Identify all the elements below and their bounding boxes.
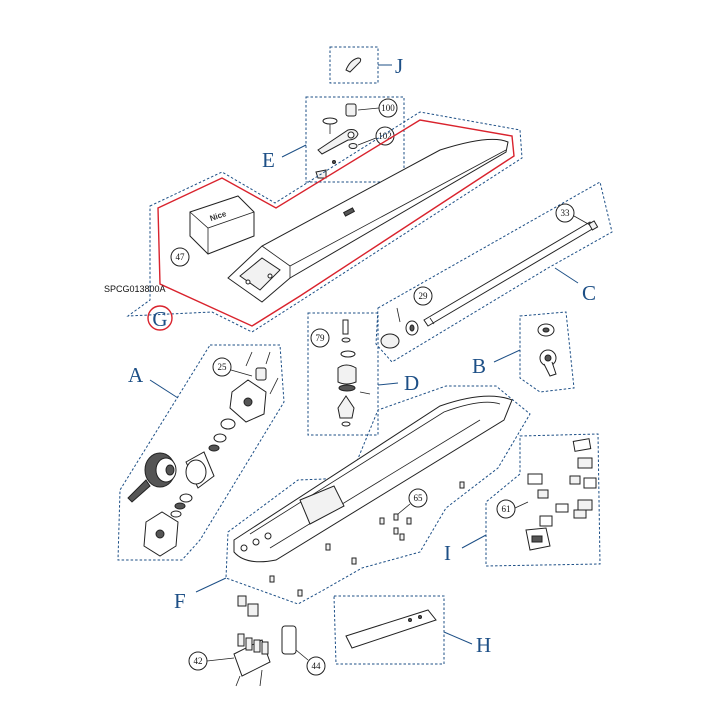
base-part [233, 395, 513, 563]
group-h-frame [333, 595, 445, 665]
motor-coil-part [144, 452, 177, 488]
group-e-frame [305, 96, 405, 183]
group-d-leader [377, 382, 399, 386]
clip-part [345, 57, 362, 73]
callout-33: 33 [561, 208, 571, 218]
callout-47: 47 [176, 252, 186, 262]
group-letter-a: A [128, 363, 144, 387]
group-letter-e: E [262, 148, 275, 172]
knob-part [322, 117, 338, 125]
group-f-frame [225, 385, 531, 605]
control-board-part [572, 438, 592, 452]
group-d: 79 D [307, 312, 419, 436]
group-g: Nice 47 SPCG013800A G [104, 111, 523, 333]
group-i: 61 I [444, 433, 601, 567]
group-letter-d: D [404, 371, 419, 395]
group-b-leader [493, 349, 521, 363]
group-e-leader [281, 144, 307, 158]
group-letter-c: C [582, 281, 596, 305]
callout-44: 44 [312, 661, 322, 671]
group-b-frame [519, 311, 575, 393]
callout-79: 79 [316, 333, 326, 343]
group-letter-i: I [444, 541, 451, 565]
drawing-code: SPCG013800A [104, 284, 166, 294]
group-letter-b: B [472, 354, 486, 378]
callout-42: 42 [194, 656, 203, 666]
group-letter-f: F [174, 589, 186, 613]
group-h-leader [443, 631, 473, 645]
planetary-gear-part [337, 395, 355, 419]
plate-part [345, 609, 437, 649]
group-c-leader [554, 267, 579, 284]
screw-shaft-part [423, 221, 595, 327]
group-d-frame [307, 312, 379, 436]
group-g-outer-frame [126, 111, 523, 333]
group-a: 25 A [117, 344, 285, 561]
callout-29: 29 [419, 291, 429, 301]
group-c-frame [375, 181, 613, 363]
callout-100: 100 [381, 103, 395, 113]
group-g-highlight-frame [157, 119, 515, 327]
group-h: H [333, 595, 491, 665]
group-g-marker [147, 305, 173, 331]
lock-part [345, 103, 357, 117]
callout-102: 102 [378, 131, 392, 141]
group-f: 65 F [174, 385, 531, 613]
callout-61: 61 [502, 504, 511, 514]
group-letter-g: G [152, 307, 167, 331]
cylinder-part [281, 625, 297, 655]
group-e: 100 102 E [262, 96, 405, 183]
group-a-frame [117, 344, 285, 561]
cover-part [189, 195, 255, 255]
group-c: 33 29 C [375, 181, 613, 363]
group-letter-h: H [476, 633, 491, 657]
gear-part [380, 333, 400, 349]
group-j-frame [329, 46, 379, 84]
screws [269, 481, 465, 597]
loose-parts: 42 44 [188, 595, 326, 687]
group-f-leader [195, 577, 227, 593]
washer-part [348, 143, 358, 149]
group-a-leader [149, 379, 179, 399]
callout-65: 65 [414, 493, 424, 503]
group-i-leader [461, 534, 487, 549]
group-i-frame [485, 433, 601, 567]
group-letter-j: J [395, 54, 403, 78]
callout-25: 25 [218, 362, 228, 372]
group-j: J [329, 46, 403, 84]
bearing-part [337, 364, 357, 385]
group-b: B [472, 311, 575, 393]
terminal-block-part [233, 639, 271, 677]
